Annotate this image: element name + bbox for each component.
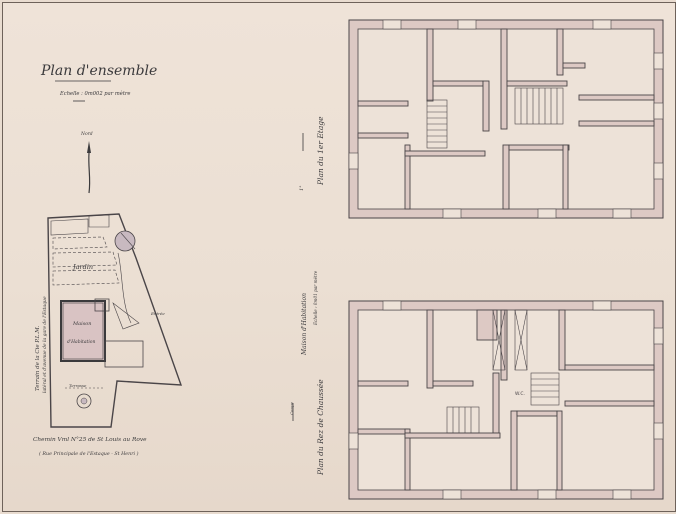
- rail-land-label-1: Terrain de la Cie P.L.M.: [35, 325, 41, 391]
- rail-land-label-2: latéral et d'avenue de la gare de l'Esta…: [41, 296, 48, 393]
- scale-note: Echelle : 0m002 par mètre: [59, 90, 130, 97]
- chemin-label-2: ( Rue Principale de l'Estaque - St Henri…: [39, 450, 139, 457]
- plan-title: Plan d'ensemble: [40, 63, 157, 79]
- maison-label-2: d'Habitation: [67, 339, 95, 345]
- wc-label: W.C.: [515, 391, 525, 397]
- center-note-2: Echelle : 0m01 par mètre: [313, 270, 318, 326]
- chemin-label-1: Chemin Vml N°25 de St Louis au Rove: [33, 437, 147, 443]
- ground-floor-label: Plan du Rez de Chaussée: [316, 379, 325, 476]
- ground-floor-plan: W.C. Plan du Rez de Chaussée Coupe: [289, 300, 664, 500]
- north-label: Nord: [80, 131, 93, 137]
- first-floor-marker: 1°: [299, 185, 305, 191]
- maison-label-1: Maison: [72, 321, 92, 327]
- first-floor-label: Plan du 1er Etage: [316, 116, 325, 186]
- jardin-label: Jardin: [71, 263, 93, 271]
- north-arrow-icon: Nord: [80, 131, 93, 194]
- center-note-1: Maison d'Habitation: [301, 293, 308, 356]
- section-marker: Coupe: [289, 401, 294, 415]
- architectural-drawing: Plan d'ensemble Echelle : 0m002 par mètr…: [33, 19, 664, 500]
- entree-label: Entrée: [150, 311, 165, 316]
- site-plan: Jardin Maison d'Habitation Entrée Terras…: [33, 213, 183, 457]
- first-floor-plan: Plan du 1er Etage 1°: [299, 19, 664, 219]
- terrasse-label: Terrasse: [69, 383, 87, 388]
